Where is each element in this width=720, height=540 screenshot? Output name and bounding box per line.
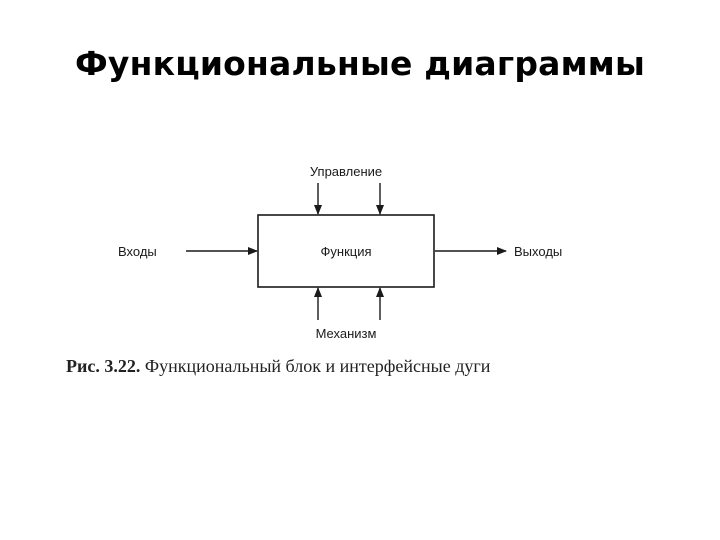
control-label: Управление — [310, 164, 382, 179]
figure-caption-text: Функциональный блок и интерфейсные дуги — [144, 356, 491, 376]
mechanism-label: Механизм — [316, 326, 377, 341]
slide-title: Функциональные диаграммы — [74, 44, 646, 83]
function-block-label: Функция — [321, 244, 372, 259]
figure-caption: Рис. 3.22. Функциональный блок и интерфе… — [66, 356, 666, 377]
function-block — [257, 214, 435, 288]
output-label: Выходы — [514, 244, 562, 259]
figure-number: Рис. 3.22. — [66, 356, 141, 376]
input-label: Входы — [118, 244, 157, 259]
